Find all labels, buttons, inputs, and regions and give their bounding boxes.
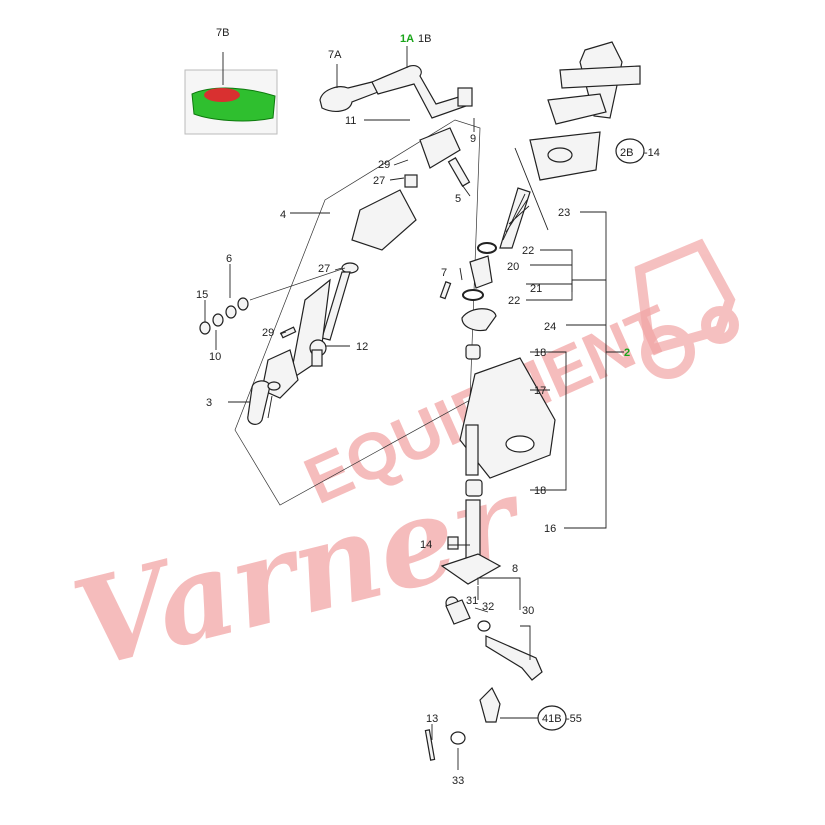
label-7b: 7B	[216, 27, 229, 39]
washers-left	[199, 267, 346, 339]
label-5: 5	[455, 193, 461, 205]
label-10: 10	[209, 351, 221, 363]
label-8: 8	[512, 563, 518, 575]
label-7a: 7A	[328, 49, 342, 61]
label-15: 15	[196, 289, 208, 301]
label-16: 16	[544, 523, 556, 535]
part-labels: 7B 1A 1B 7A 11 9 2B -14 29 27 5 4 23 22 …	[196, 27, 660, 787]
watermark: Varner EQUIPMENT	[61, 238, 739, 696]
label-29-top: 29	[378, 159, 390, 171]
knob-red-highlight	[204, 88, 240, 102]
bracket-17	[459, 344, 556, 497]
label-33: 33	[452, 775, 464, 787]
label-22-top: 22	[522, 245, 534, 257]
shift-lever-upper	[319, 46, 473, 119]
label-22-bottom: 22	[508, 295, 520, 307]
spring-and-rings	[439, 187, 531, 332]
label-11: 11	[345, 115, 356, 127]
callout-lines	[204, 118, 624, 770]
label-32: 32	[482, 601, 494, 613]
pivot-block	[247, 127, 471, 425]
label-14: 14	[420, 539, 432, 551]
housing-outline	[234, 119, 481, 506]
label-27-mid: 27	[318, 263, 330, 275]
label-1a: 1A	[400, 33, 414, 45]
label-29-mid: 29	[262, 327, 274, 339]
label-27-top: 27	[373, 175, 385, 187]
label-2b: 2B	[620, 147, 633, 159]
label-9: 9	[470, 133, 476, 145]
label-24: 24	[544, 321, 556, 333]
label-30: 30	[522, 605, 534, 617]
inset-7b	[184, 52, 278, 135]
label-31: 31	[466, 595, 478, 607]
label-2: 2	[624, 347, 630, 359]
label-4: 4	[280, 209, 286, 221]
label-18-top: 18	[534, 347, 546, 359]
label-21: 21	[530, 283, 542, 295]
label-7-small: 7	[441, 267, 447, 279]
label-41b: 41B	[542, 713, 562, 725]
label-13: 13	[426, 713, 438, 725]
label-17: 17	[534, 385, 546, 397]
label-3: 3	[206, 397, 212, 409]
label-23: 23	[558, 207, 570, 219]
label-41b-suffix: -55	[566, 713, 582, 725]
shaft-16	[440, 499, 502, 585]
label-1b: 1B	[418, 33, 431, 45]
label-18-bottom: 18	[534, 485, 546, 497]
label-6: 6	[226, 253, 232, 265]
rod-assembly-8	[424, 596, 543, 761]
column-assembly-top	[514, 41, 645, 231]
label-20: 20	[507, 261, 519, 273]
label-12: 12	[356, 341, 368, 353]
tractor-logo-watermark	[634, 238, 739, 379]
label-2b-suffix: -14	[644, 147, 660, 159]
